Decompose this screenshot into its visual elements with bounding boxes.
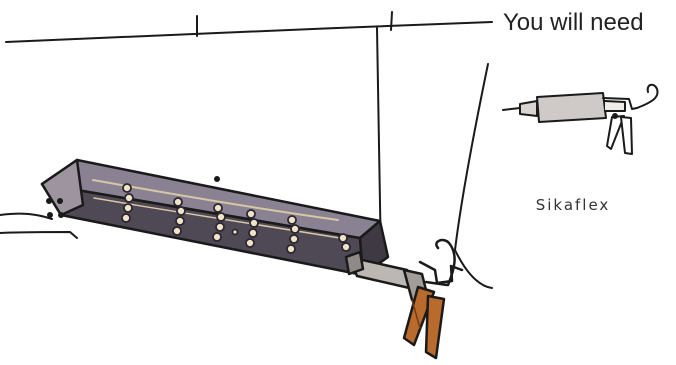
rail-screw-holes: [121, 183, 351, 254]
aluminium-rail: [40, 158, 390, 277]
caulking-gun-icon: [502, 83, 659, 155]
material-label-sikaflex: Sikaflex: [535, 196, 611, 214]
you-will-need-heading: You will need: [503, 9, 644, 36]
caulking-gun-large: [344, 238, 464, 360]
